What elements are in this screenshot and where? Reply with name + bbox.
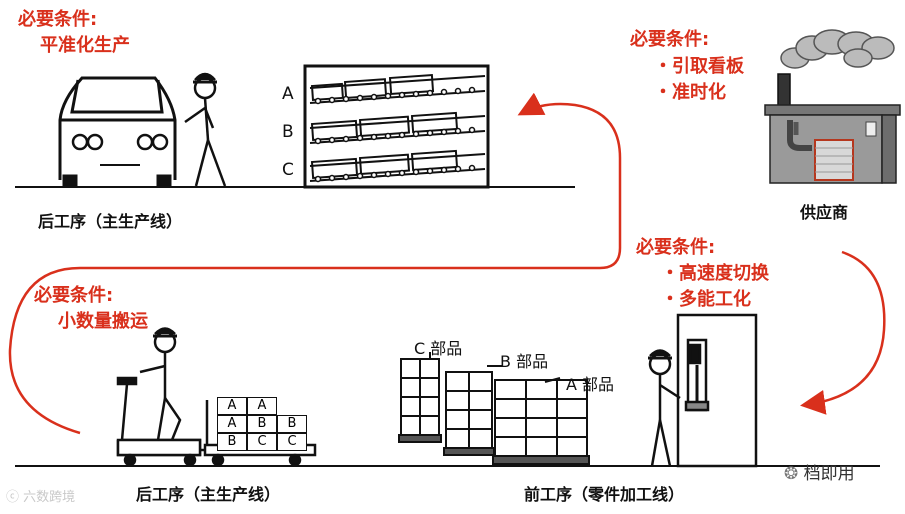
cart-box: C [277,433,307,451]
condition-item-supplier: ・引取看板 [654,56,744,77]
condition-title-front: 必要条件: [636,237,716,258]
cart-box: A [247,397,277,415]
condition-title-top-left: 必要条件: [18,9,98,30]
worker-icon-top [184,72,227,187]
cart-box: B [247,415,277,433]
parts-stacks-icon [398,352,590,465]
part-label-c: C 部品 [414,339,463,358]
line-label-bottom: 后工序（主生产线） [136,485,281,504]
condition-item-top-left: 平准化生产 [40,35,130,56]
cart-box: A [217,415,247,433]
condition-title-bottom-left: 必要条件: [34,285,114,306]
wechat-icon: ❂ [784,464,804,484]
flow-arrow-top [517,92,622,270]
shelf-row-label: A [282,84,294,104]
cart-box: B [277,415,307,433]
machine-icon [676,313,758,468]
watermark-left: ⓒ 六数跨境 [6,490,76,505]
shelf-row-label: C [282,160,294,180]
shelf-row-label: B [282,122,294,142]
condition-item-bottom-left: 小数量搬运 [58,311,148,332]
supplier-label: 供应商 [800,203,849,222]
condition-item-front: ・高速度切换 [661,263,769,284]
part-label-b: B 部品 [500,352,549,371]
cart-box: C [247,433,277,451]
flow-arrow-right [800,250,886,415]
part-label-a: A 部品 [566,375,615,394]
watermark-logo-icon: ⓒ [6,490,24,505]
condition-item-front: ・多能工化 [661,289,751,310]
cart-box: B [217,433,247,451]
flow-rack-icon [303,64,490,189]
line-label-front: 前工序（零件加工线） [524,485,685,504]
flow-arrow-left [8,266,525,435]
cart-box: A [217,397,247,415]
watermark-right: ❂ 档即用 [784,464,855,484]
worker-icon-bottom [139,327,182,441]
worker-icon-front [648,349,681,467]
cart-box-grid: A A A B B B C C [217,397,313,451]
condition-item-supplier: ・准时化 [654,82,726,103]
car-icon [58,76,177,188]
line-label-top: 后工序（主生产线） [38,212,183,231]
condition-title-supplier: 必要条件: [630,29,710,50]
factory-icon [764,29,901,184]
